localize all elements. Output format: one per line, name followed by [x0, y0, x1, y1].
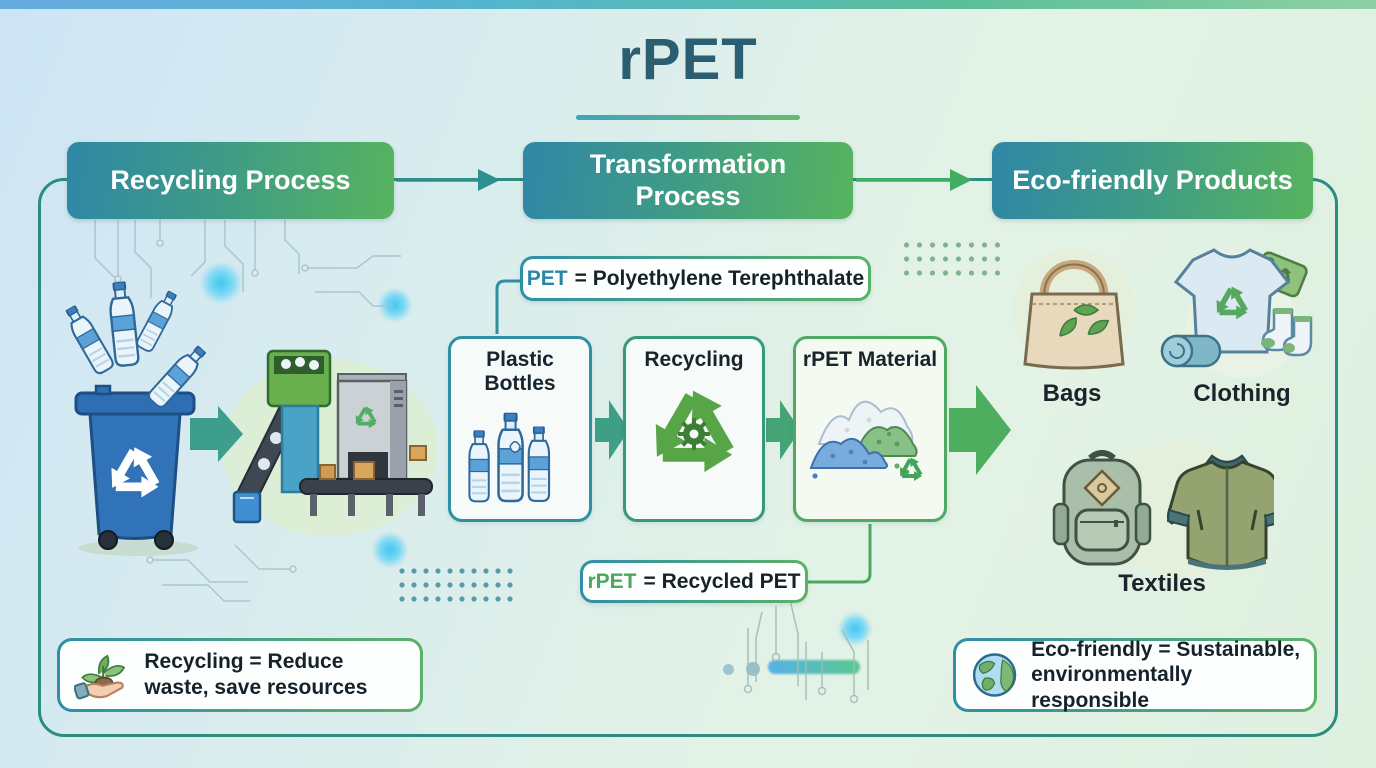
- pet-definition: = Polyethylene Terephthalate: [574, 266, 865, 290]
- falling-bottles-icon: [60, 280, 211, 411]
- recycling-scene: [60, 280, 438, 556]
- textiles-icon: [1052, 450, 1274, 570]
- step-label: Recycling: [644, 348, 744, 371]
- step-rpet-material: rPET Material: [793, 336, 947, 522]
- pet-term: PET: [526, 266, 568, 290]
- recycling-definition-box: Recycling = Reduce waste, save resources: [57, 638, 423, 712]
- rpet-definition-callout: rPET = Recycled PET: [580, 560, 808, 603]
- tote-bag-icon: [1023, 260, 1125, 370]
- page-title: rPET: [618, 27, 758, 92]
- eco-definition-box: Eco-friendly = Sustainable, environmenta…: [953, 638, 1317, 712]
- hand-plant-icon: [74, 654, 126, 700]
- leaf-cycle-icon: [1059, 304, 1110, 337]
- header-transformation-process: Transformation Process: [523, 142, 853, 219]
- recycling-definition-text: Recycling = Reduce waste, save resources: [144, 650, 368, 699]
- product-label-clothing: Clothing: [1193, 380, 1291, 407]
- title-underline: [576, 115, 800, 120]
- header-label: Transformation Process: [589, 149, 787, 211]
- dot-grid-decoration: [900, 238, 1004, 282]
- pet-definition-callout: PET = Polyethylene Terephthalate: [520, 256, 871, 301]
- header-label: Recycling Process: [110, 164, 351, 195]
- rpet-term: rPET: [587, 569, 637, 593]
- rpet-flakes-icon: [809, 400, 926, 481]
- header-eco-friendly-products: Eco-friendly Products: [992, 142, 1313, 219]
- product-label-textiles: Textiles: [1118, 570, 1206, 597]
- recycling-arrows-icon: [642, 381, 743, 472]
- arrow-bin-to-machine: [190, 406, 243, 462]
- plastic-bottles-icon: [468, 412, 551, 503]
- sorting-machine-icon: [232, 349, 433, 524]
- dot-grid-decoration: [396, 564, 518, 608]
- rpet-definition: = Recycled PET: [643, 569, 801, 593]
- decorative-dot: [723, 664, 734, 675]
- step-label: rPET Material: [802, 348, 938, 371]
- step-label: Plastic Bottles: [484, 348, 556, 395]
- clothing-icon: [1160, 248, 1313, 368]
- step-recycling: Recycling: [623, 336, 765, 522]
- top-gradient-strip: [0, 0, 1376, 9]
- globe-icon: [972, 653, 1017, 697]
- jacket-icon: [1166, 454, 1274, 570]
- product-label-bags: Bags: [1042, 380, 1102, 407]
- glow-dot: [372, 532, 408, 568]
- gear-icon: [678, 417, 710, 450]
- backpack-icon: [1052, 450, 1152, 566]
- socks-icon: [1261, 308, 1313, 357]
- header-label: Eco-friendly Products: [1012, 164, 1293, 195]
- towel-roll-icon: [1160, 334, 1222, 368]
- step-plastic-bottles: Plastic Bottles: [448, 336, 592, 522]
- eco-definition-text: Eco-friendly = Sustainable, environmenta…: [1031, 637, 1301, 712]
- header-recycling-process: Recycling Process: [67, 142, 394, 219]
- recycle-bin-icon: [74, 384, 198, 556]
